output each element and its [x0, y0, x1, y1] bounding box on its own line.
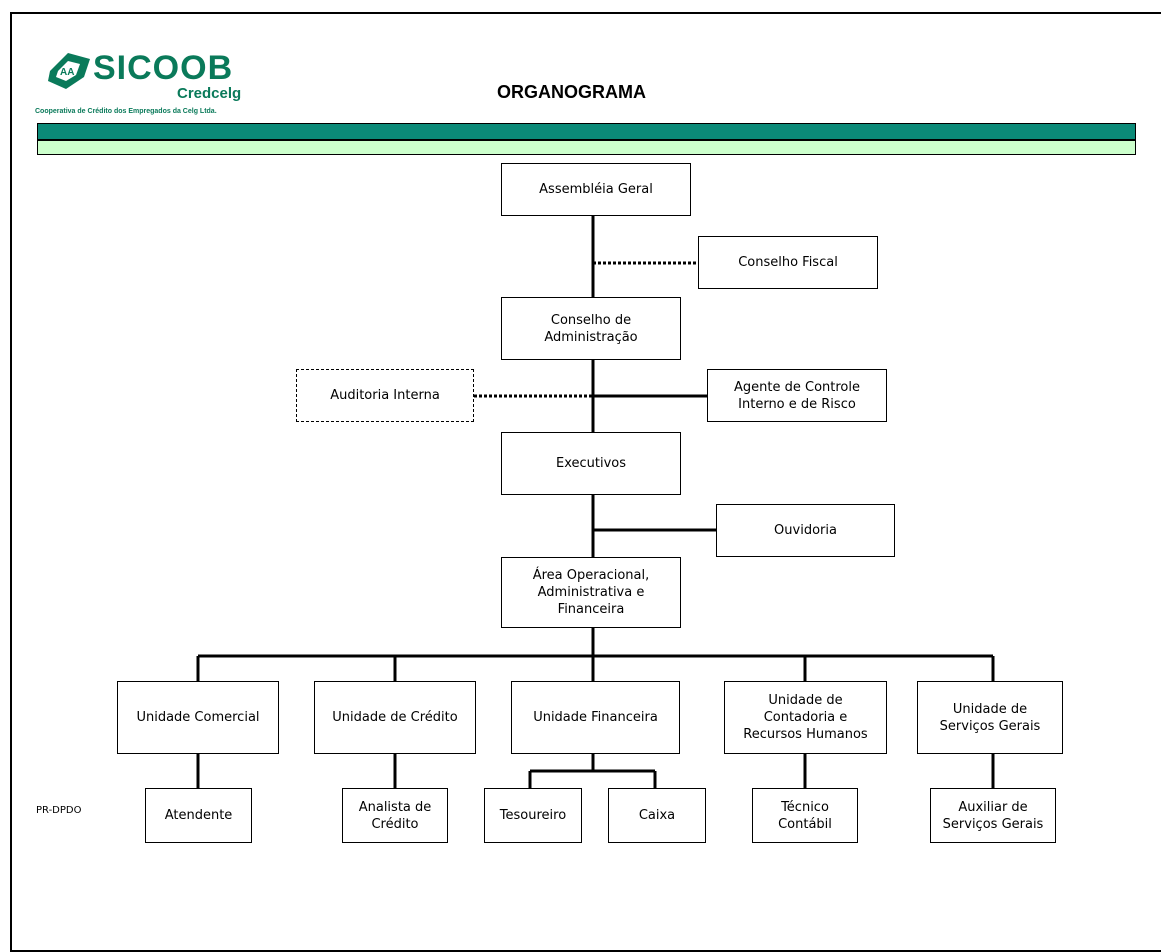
node-unidade-comercial: Unidade Comercial — [117, 681, 279, 754]
node-conselho-administracao: Conselho de Administração — [501, 297, 681, 360]
node-auditoria-interna: Auditoria Interna — [296, 369, 474, 422]
node-assembleia-geral: Assembléia Geral — [501, 163, 691, 216]
node-atendente: Atendente — [145, 788, 252, 843]
node-unidade-contadoria: Unidade de Contadoria e Recursos Humanos — [724, 681, 887, 754]
svg-text:AA: AA — [60, 67, 74, 78]
logo-subname: Credcelg — [177, 85, 242, 102]
node-unidade-financeira: Unidade Financeira — [511, 681, 680, 754]
node-unidade-servicos: Unidade de Serviços Gerais — [917, 681, 1063, 754]
node-agente-controle: Agente de Controle Interno e de Risco — [707, 369, 887, 422]
sicoob-logo: AA SICOOB Credcelg Cooperativa de Crédit… — [35, 48, 265, 120]
node-analista-credito: Analista de Crédito — [342, 788, 448, 843]
document-code: PR-DPDO — [36, 805, 82, 816]
node-area-operacional: Área Operacional, Administrativa e Finan… — [501, 557, 681, 628]
sicoob-logo-icon: AA — [48, 53, 90, 89]
node-ouvidoria: Ouvidoria — [716, 504, 895, 557]
logo-wordmark: SICOOB — [93, 49, 234, 87]
node-executivos: Executivos — [501, 432, 681, 495]
node-conselho-fiscal: Conselho Fiscal — [698, 236, 878, 289]
node-caixa: Caixa — [608, 788, 706, 843]
logo-tagline: Cooperativa de Crédito dos Empregados da… — [35, 108, 217, 115]
node-unidade-credito: Unidade de Crédito — [314, 681, 476, 754]
page-title: ORGANOGRAMA — [497, 82, 646, 102]
header-bar-dark — [37, 123, 1136, 140]
node-auxiliar-servicos: Auxiliar de Serviços Gerais — [930, 788, 1056, 843]
node-tecnico-contabil: Técnico Contábil — [752, 788, 858, 843]
header-bar-light — [37, 140, 1136, 155]
node-tesoureiro: Tesoureiro — [484, 788, 582, 843]
